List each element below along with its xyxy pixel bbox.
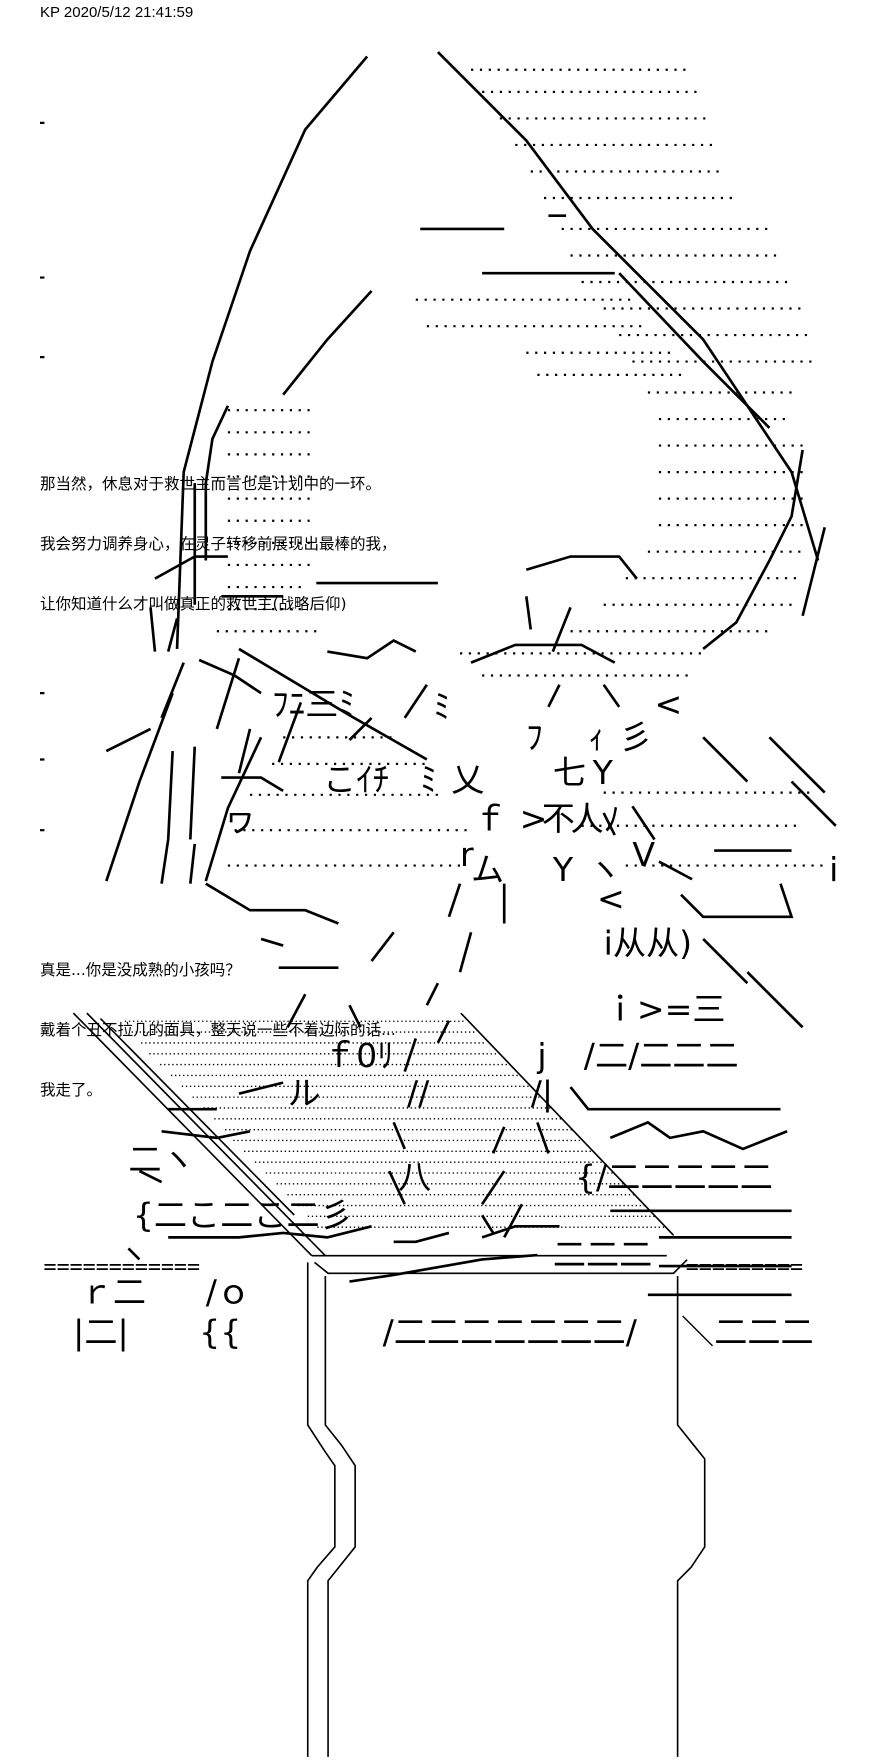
robe-glyph-1: ｉ>=三 [604,990,726,1029]
sleeve-glyph: 八 [398,1158,431,1197]
base-glyph-6: ＼二二二 [681,1312,814,1351]
table-leg-right [676,1275,706,1757]
rail-left: ============ [44,1254,200,1279]
base-glyph-3: |二| [73,1312,128,1351]
base-glyph-5: /二二二二二二二/ [383,1312,638,1351]
face-glyph-8: V [632,835,655,874]
mask-glyph-3: 彡 [619,717,652,756]
caption-first: 那当然，休息对于救世主而言也是计划中的一环。 我会努力调养身心，在灵子转移前展现… [40,434,397,634]
caption-line: 我会努力调养身心，在灵子转移前展现出最棒的我， [40,535,397,553]
face-glyph-11: ﾉ [604,800,621,839]
face-glyph-1: こｲﾁ [323,760,389,799]
face-glyph-7: 人 [571,800,604,839]
robe-glyph-8: {/二二二二二 [575,1158,773,1197]
face-glyph-9: r [460,835,474,874]
hand-glyph: < [597,879,625,918]
mask-glyph-11: i [829,850,838,889]
mask-glyph-6: > [520,799,548,838]
mask-glyph-2: ﾌ [526,717,543,756]
character-art: ﾐ こｲﾁ ﾐ 乂 七 ヮ ｆ 人 V r < i从从) ｉ>=三 ｆ0ﾘ j … [73,555,814,1351]
caption-line: 那当然，休息对于救世主而言也是计划中的一环。 [40,475,382,493]
mask-glyph-5: 不 [542,799,575,838]
table-leg-left [306,1262,356,1757]
base-glyph-2: /ｏ [206,1273,250,1312]
face-glyph-4: 七 [553,753,586,792]
hooded-figure-art: ﾌﾆ三ﾐ ﾌ 彡 ｨ 不 > ム Y ヽ < i [40,51,838,889]
robe-glyph-6: // [407,1074,430,1113]
face-glyph-3: 乂 [451,760,484,799]
caption-line: 戴着个丑不拉几的面具，整天说一些不着边际的话... [40,1021,396,1039]
mask-glyph-10: < [655,684,683,723]
face-glyph-10: Y [592,753,614,792]
post-timestamp: 2020/5/12 21:41:59 [63,4,194,21]
robe-glyph-9: {二こ二こ二彡 [133,1195,353,1234]
base-glyph-1: ｒ二 [80,1273,146,1312]
clasp-glyph: i从从) [604,923,692,962]
mask-glyph-4: ｨ [588,717,605,756]
caption-line: 让你知道什么才叫做真正的救世主(战略后仰) [40,595,347,613]
caption-line: 我走了。 [40,1081,103,1099]
table-art: ============ ========= [44,1012,803,1757]
hood-outline-right [436,51,820,561]
face-glyph-6: ｆ [473,800,506,839]
caption-second: 真是...你是没成熟的小孩吗？ 戴着个丑不拉几的面具，整天说一些不着边际的话..… [40,920,396,1120]
tabletop-surface [124,1020,667,1228]
robe-glyph-10: 二二二 [553,1235,652,1274]
rail-right: ========= [686,1254,803,1279]
face-glyph-5: ヮ [223,800,256,839]
robe-glyph-3: j [536,1036,546,1075]
mask-glyph: ﾌﾆ三ﾐ [272,684,355,723]
robe-glyph-11: 二ヽ [128,1140,194,1179]
post-header: KP 2020/5/12 21:41:59 [40,4,193,22]
mask-glyph-7: ム [471,850,504,889]
face-glyph-2: ﾐ [420,760,437,799]
hood-outline-left [175,55,369,649]
post-author: KP [40,4,60,21]
robe-glyph-4: /二/二二二 [584,1036,739,1075]
hair-glyph-1: ﾐ [433,687,450,726]
base-glyph-4: {{ [199,1312,241,1351]
mask-glyph-9: ヽ [588,850,621,889]
mask-glyph-8: Y [552,850,574,889]
caption-line: 真是...你是没成熟的小孩吗？ [40,961,241,979]
robe-glyph-5: ル [288,1074,321,1113]
